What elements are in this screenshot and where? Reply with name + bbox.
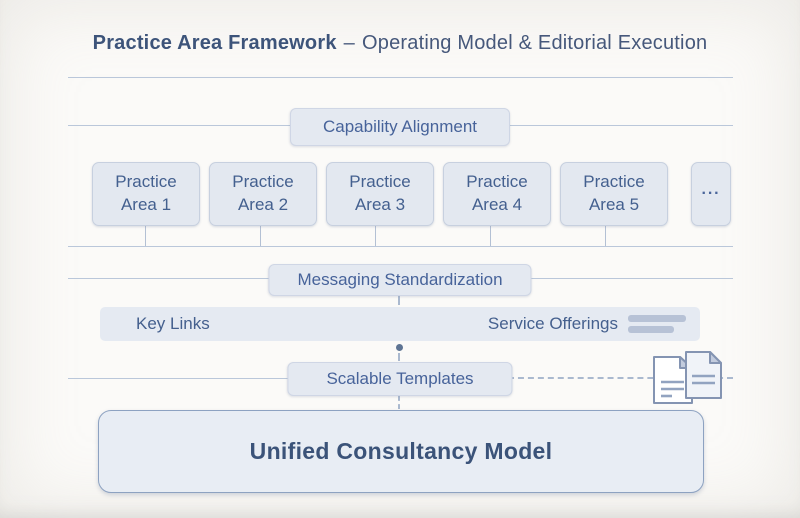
connector-dot (396, 344, 403, 351)
more-practice-areas-node: ··· (691, 162, 731, 226)
dashed-connector-3 (398, 396, 400, 409)
practice-area-3-label: Practice Area 3 (349, 172, 411, 214)
practice-area-4-label: Practice Area 4 (466, 172, 528, 214)
title-main: Practice Area Framework (92, 32, 337, 54)
connector-pa4 (490, 224, 491, 246)
unified-consultancy-model-label: Unified Consultancy Model (249, 438, 553, 464)
connector-pa2 (260, 224, 261, 246)
skeleton-lines-icon (628, 315, 686, 333)
documents-icon (648, 350, 726, 411)
practice-area-1-label: Practice Area 1 (115, 172, 177, 214)
skeleton-line (628, 326, 674, 333)
practice-area-5-label: Practice Area 5 (583, 172, 645, 214)
dashed-connector-1 (398, 294, 400, 305)
practice-area-3-node: Practice Area 3 (326, 162, 434, 226)
practice-area-4-node: Practice Area 4 (443, 162, 551, 226)
page-title: Practice Area Framework–Operating Model … (0, 32, 800, 55)
practice-area-5-node: Practice Area 5 (560, 162, 668, 226)
service-offerings-label: Service Offerings (487, 314, 618, 333)
dashed-connector-2 (398, 353, 400, 361)
messaging-standardization-node: Messaging Standardization (268, 264, 532, 296)
bus-line (68, 246, 733, 247)
connector-pa1 (145, 224, 146, 246)
title-dash: – (343, 32, 355, 54)
skeleton-line (628, 315, 686, 322)
links-bar: Key Links Service Offerings (100, 307, 700, 341)
ellipsis-icon: ··· (701, 185, 721, 202)
title-subtitle: Operating Model & Editorial Execution (361, 32, 708, 54)
connector-pa3 (375, 224, 376, 246)
practice-area-row: Practice Area 1 Practice Area 2 Practice… (92, 162, 731, 226)
scalable-templates-node: Scalable Templates (287, 362, 513, 396)
documents-icon-svg (653, 351, 722, 404)
messaging-standardization-label: Messaging Standardization (297, 270, 503, 289)
templates-line-right-dashed (508, 377, 733, 379)
divider-top (68, 77, 733, 78)
templates-line-left (68, 378, 290, 379)
connector-pa5 (605, 224, 606, 246)
capability-alignment-label: Capability Alignment (322, 117, 478, 136)
key-links-label: Key Links (136, 314, 210, 333)
capability-alignment-node: Capability Alignment (289, 108, 511, 146)
unified-consultancy-model-node: Unified Consultancy Model (98, 410, 704, 493)
practice-area-2-node: Practice Area 2 (209, 162, 317, 226)
practice-area-1-node: Practice Area 1 (92, 162, 200, 226)
scalable-templates-label: Scalable Templates (326, 369, 474, 388)
practice-area-2-label: Practice Area 2 (232, 172, 294, 214)
service-offerings-group: Service Offerings (488, 314, 686, 334)
